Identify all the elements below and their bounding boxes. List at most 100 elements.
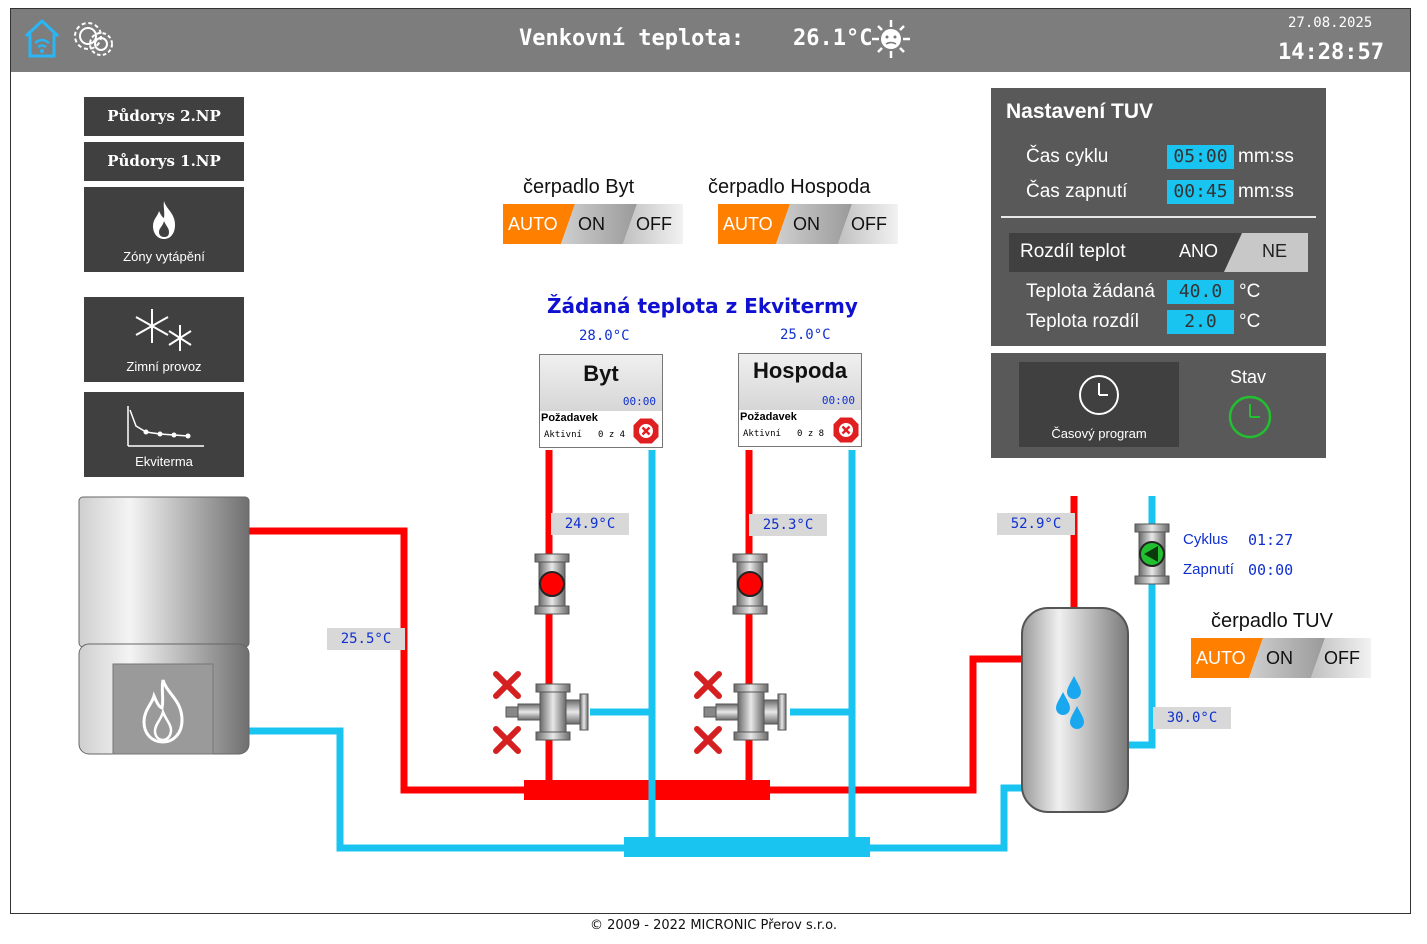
pump-byt-icon (534, 553, 570, 615)
floor-2-label: Půdorys 2.NP (107, 107, 221, 125)
zone-byt-name: Byt (583, 361, 619, 386)
pump-hospoda-label: čerpadlo Hospoda (708, 176, 871, 198)
time-display: 14:28:57 (1278, 40, 1384, 65)
hot-manifold (524, 780, 770, 800)
diff-yes-button[interactable]: ANO (1179, 241, 1219, 261)
tuv-cycle-unit: mm:ss (1238, 146, 1294, 167)
tuv-delta-label: Teplota rozdíl (1026, 311, 1140, 332)
pump-tuv-off[interactable]: OFF (1324, 648, 1360, 668)
time-program-button[interactable]: Časový program (1019, 362, 1179, 447)
tuv-delta-input[interactable]: 2.0 (1167, 310, 1234, 334)
copyright-footer: © 2009 - 2022 MICRONIC Přerov s.r.o. (589, 918, 838, 933)
tuv-on-unit: mm:ss (1238, 181, 1294, 202)
tuv-setpoint-label: Teplota žádaná (1026, 281, 1155, 302)
zone-byt-count: 0 z 4 (598, 430, 626, 440)
pump-hospoda-icon (732, 553, 768, 615)
boiler-supply-temp: 25.5°C (327, 628, 405, 650)
pump-byt-label: čerpadlo Byt (523, 176, 635, 198)
boiler-supply-pipe (248, 527, 524, 794)
circ-cycle-value: 01:27 (1248, 531, 1294, 549)
diff-label: Rozdíl teplot (1020, 241, 1126, 262)
byt-supply-temp: 24.9°C (551, 513, 629, 535)
snowflakes-icon (135, 309, 192, 351)
cold-manifold (624, 837, 870, 857)
tank-return-temp: 30.0°C (1153, 707, 1231, 729)
floor-1-label: Půdorys 1.NP (107, 152, 221, 170)
floor-1-button[interactable]: Půdorys 1.NP (84, 142, 244, 181)
zone-byt-request: Požadavek (541, 412, 598, 424)
tuv-cycle-label: Čas cyklu (1026, 146, 1109, 167)
status-clock-icon (1228, 395, 1272, 439)
pump-hospoda-on[interactable]: ON (793, 214, 820, 234)
sun-icon (872, 20, 910, 58)
status-label: Stav (1230, 367, 1267, 387)
pump-hospoda-toggle: AUTO ON OFF (718, 204, 898, 244)
pump-tuv-auto[interactable]: AUTO (1196, 648, 1246, 668)
home-wifi-icon[interactable] (22, 16, 62, 60)
floor-2-button[interactable]: Půdorys 2.NP (84, 97, 244, 136)
circ-on-value: 00:00 (1248, 561, 1294, 579)
tuv-tank-icon (1021, 607, 1129, 813)
zone-card-header (739, 354, 861, 410)
zone-hospoda-active-label: Aktivní (743, 429, 781, 439)
ekviterma-hospoda-temp: 25.0°C (780, 327, 831, 343)
ekviterma-button[interactable]: Ekviterma (84, 392, 244, 477)
zone-byt-time: 00:00 (622, 395, 656, 408)
pump-hospoda-auto[interactable]: AUTO (723, 214, 773, 234)
flame-icon (153, 201, 175, 239)
pump-byt-auto[interactable]: AUTO (508, 214, 558, 234)
tuv-on-input[interactable]: 00:45 (1167, 180, 1234, 204)
pump-byt-off[interactable]: OFF (636, 214, 672, 234)
status-error-icon (832, 416, 860, 444)
heating-zones-label: Zóny vytápění (123, 249, 205, 264)
tuv-title: Nastavení TUV (1006, 100, 1154, 123)
hospoda-supply-temp: 25.3°C (749, 514, 827, 536)
zone-card-byt[interactable]: Byt 00:00 Požadavek Aktivní 0 z 4 (539, 354, 663, 448)
zone-card-hospoda[interactable]: Hospoda 00:00 Požadavek Aktivní 0 z 8 (738, 353, 862, 447)
tank-return-pipe (870, 784, 1022, 852)
ekviterma-label: Ekviterma (135, 454, 193, 469)
pump-tuv-on[interactable]: ON (1266, 648, 1293, 668)
zone-hospoda-count: 0 z 8 (797, 429, 825, 439)
diff-no-button[interactable]: NE (1262, 241, 1288, 261)
tuv-setpoint-unit: °C (1239, 281, 1261, 302)
winter-mode-label: Zimní provoz (126, 359, 202, 374)
divider (1001, 216, 1316, 218)
tank-supply-pipe (770, 655, 1022, 794)
header-bar (11, 9, 1410, 72)
pump-byt-on[interactable]: ON (578, 214, 605, 234)
winter-mode-button[interactable]: Zimní provoz (84, 297, 244, 382)
pump-byt-toggle: AUTO ON OFF (503, 204, 683, 244)
tuv-settings-panel: Nastavení TUV Čas cyklu 05:00 mm:ss Čas … (991, 88, 1326, 346)
zone-hospoda-name: Hospoda (752, 358, 848, 383)
ekviterma-byt-temp: 28.0°C (579, 328, 630, 344)
time-program-label: Časový program (1051, 426, 1147, 441)
zone-hospoda-request: Požadavek (740, 411, 797, 423)
circ-cycle-label: Cyklus (1183, 531, 1229, 548)
diff-toggle: Rozdíl teplot ANO NE (1009, 233, 1308, 272)
zone-hospoda-time: 00:00 (821, 394, 855, 407)
mixing-valve-byt-icon (505, 683, 589, 741)
tuv-cycle-input[interactable]: 05:00 (1167, 145, 1234, 169)
heating-zones-button[interactable]: Zóny vytápění (84, 187, 244, 272)
pump-tuv-toggle: AUTO ON OFF (1191, 638, 1371, 678)
tuv-setpoint-input[interactable]: 40.0 (1167, 280, 1234, 304)
valve-fault-icons (493, 671, 722, 754)
zone-byt-active-label: Aktivní (544, 430, 582, 440)
pump-tuv-label: čerpadlo TUV (1211, 610, 1333, 632)
date-display: 27.08.2025 (1288, 15, 1373, 31)
outdoor-temp-label: Venkovní teplota: (519, 26, 745, 51)
tuv-on-label: Čas zapnutí (1026, 181, 1128, 202)
boiler-return-pipe (248, 727, 624, 852)
tuv-delta-unit: °C (1239, 311, 1261, 332)
pump-circulation-icon (1134, 523, 1170, 585)
outdoor-temp-value: 26.1°C (793, 26, 873, 51)
status-error-icon (632, 417, 660, 445)
ekviterma-title: Žádaná teplota z Ekvitermy (547, 294, 858, 318)
settings-gears-icon[interactable] (70, 16, 118, 60)
pump-hospoda-off[interactable]: OFF (851, 214, 887, 234)
main-frame (10, 8, 1411, 914)
boiler-icon (78, 496, 250, 755)
clock-icon (1079, 375, 1119, 415)
